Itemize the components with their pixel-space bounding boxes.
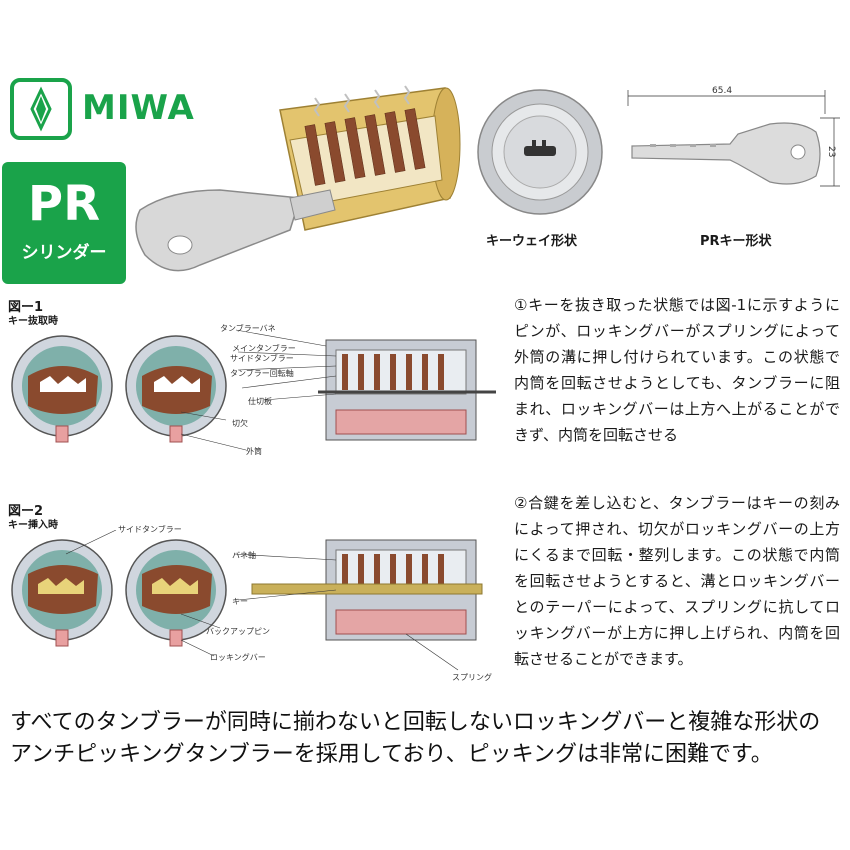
key-height-dimension: 23 <box>826 146 836 158</box>
label-tumbler-axis: タンブラー回転軸 <box>230 369 294 378</box>
keyway-caption: キーウェイ形状 <box>486 234 578 249</box>
product-badge: PR シリンダー <box>2 162 126 284</box>
label-partition: 仕切板 <box>248 397 272 406</box>
label-backup-pin: バックアップピン <box>206 627 270 636</box>
badge-subtitle: シリンダー <box>21 243 107 263</box>
figure1-title: 図ー1 <box>8 300 44 315</box>
figure2-title: 図ー2 <box>8 504 44 519</box>
label-notch: 切欠 <box>232 419 248 428</box>
label-outer-tube: 外筒 <box>246 447 262 456</box>
key-shape-illustration <box>627 90 840 187</box>
key-length-dimension: 65.4 <box>712 86 733 96</box>
label-locking-bar: ロッキングバー <box>210 653 266 662</box>
cylinder-cutaway-illustration <box>135 85 461 272</box>
label-side-tumbler: サイドタンブラー <box>230 354 294 363</box>
figure1-diagram <box>11 329 496 451</box>
figure2-diagram <box>11 530 483 671</box>
label-main-tumbler: メインタンブラー <box>232 344 296 353</box>
miwa-logo-mark <box>10 78 72 140</box>
label-spring-axis: バネ軸 <box>232 551 256 560</box>
key-shape-caption: PRキー形状 <box>700 234 772 249</box>
label-tumbler-spring: タンブラーバネ <box>220 324 276 333</box>
label-key: キー <box>232 597 248 606</box>
label-spring: スプリング <box>452 673 492 682</box>
brand-name: MIWA <box>82 88 195 128</box>
badge-title: PR <box>27 176 101 232</box>
figure2-subtitle: キー挿入時 <box>8 520 58 531</box>
figure2-description: ②合鍵を差し込むと、タンブラーはキーの刻みによって押され、切欠がロッキングバーの… <box>514 494 840 668</box>
label-side-tumbler-2: サイドタンブラー <box>118 525 182 534</box>
keyway-face-illustration <box>477 89 603 215</box>
figure1-description: ①キーを抜き取った状態では図-1に示すようにピンが、ロッキングバーがスプリングに… <box>514 296 840 444</box>
figure1-subtitle: キー抜取時 <box>8 316 58 327</box>
summary-text: すべてのタンブラーが同時に揃わないと回転しないロッキングバーと複雑な形状のアンチ… <box>10 710 821 767</box>
